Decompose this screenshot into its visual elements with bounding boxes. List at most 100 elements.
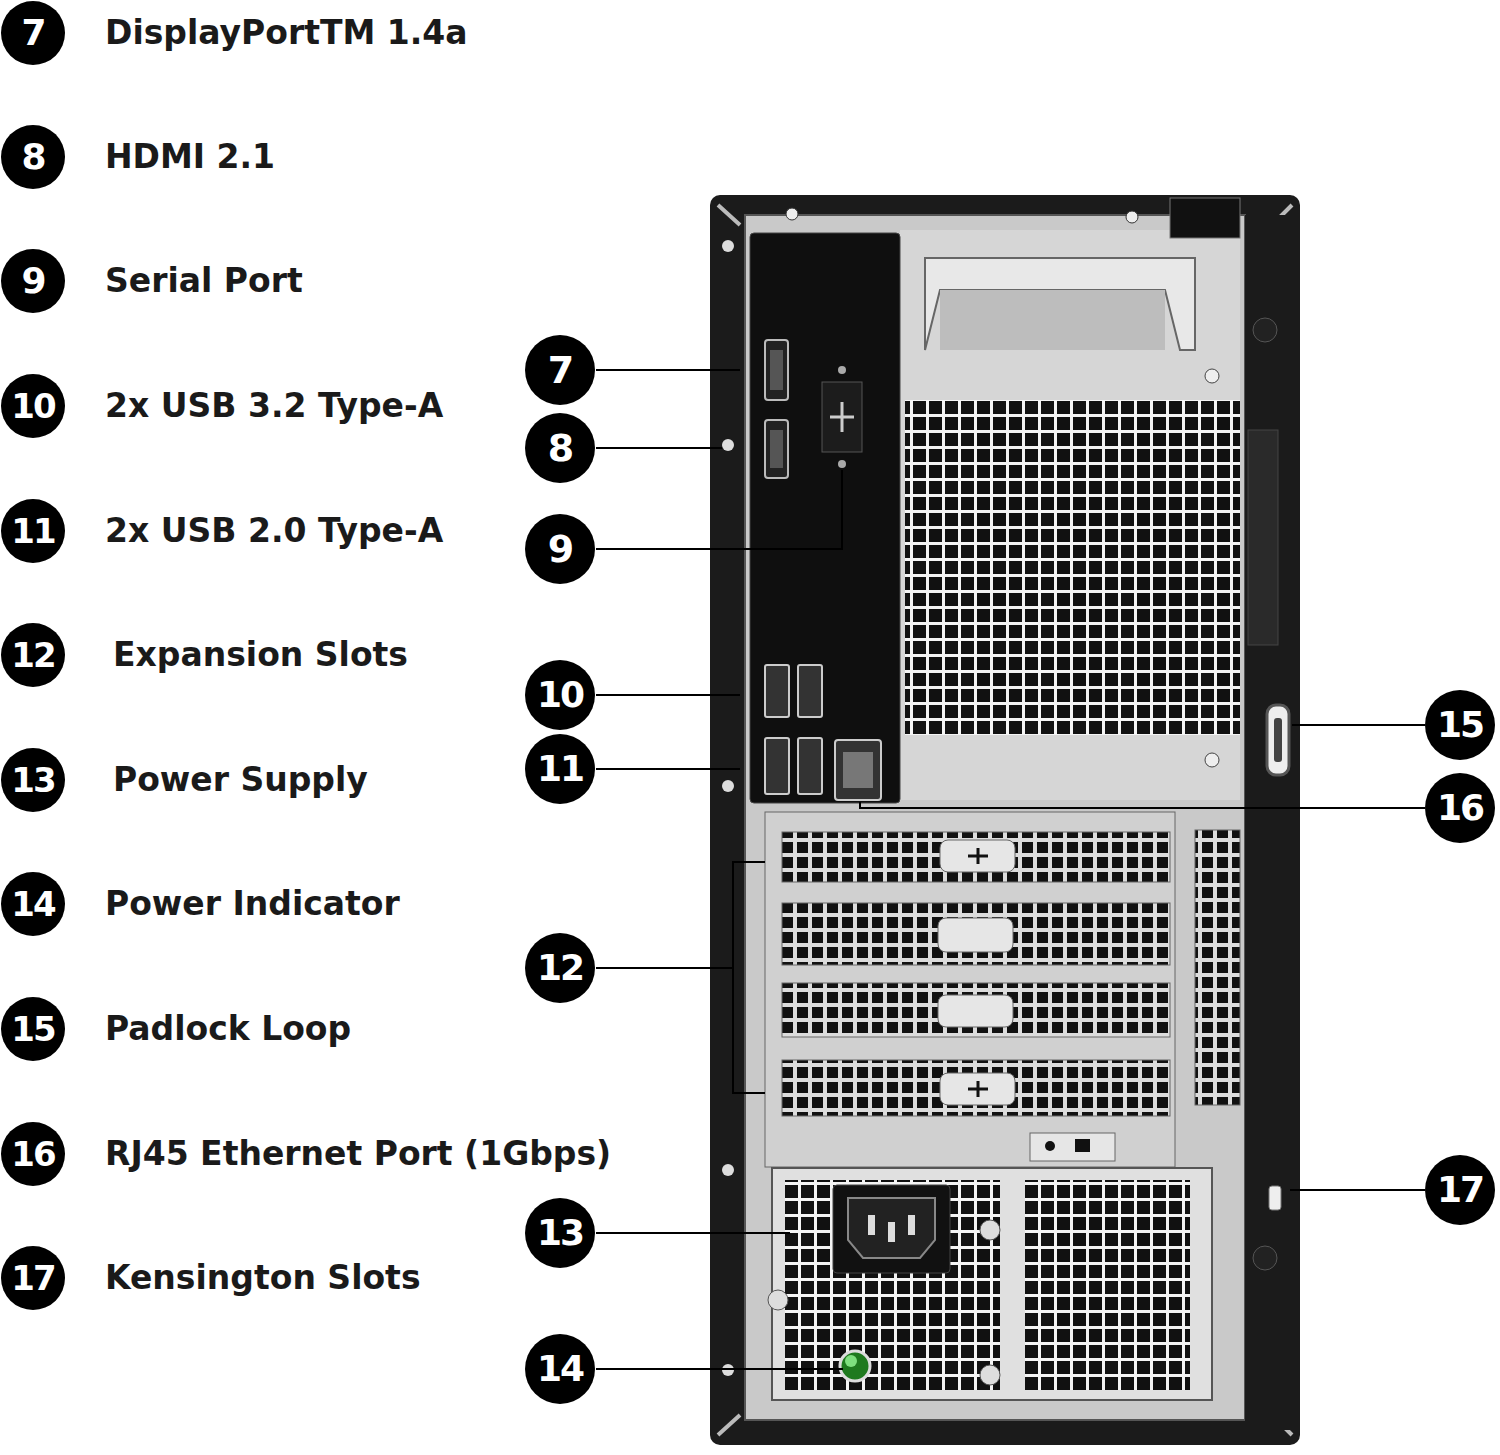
callout-number: 11 bbox=[537, 751, 583, 787]
callout-number: 14 bbox=[11, 887, 54, 921]
slot-bracket bbox=[1030, 1133, 1115, 1161]
callout-circle: 10 bbox=[525, 660, 595, 730]
ethernet-port bbox=[835, 740, 881, 800]
expansion-slot bbox=[782, 1060, 1170, 1116]
usb2-port bbox=[765, 738, 789, 794]
side-latch bbox=[1248, 430, 1278, 645]
power-socket-face bbox=[848, 1198, 935, 1258]
callout-number: 12 bbox=[11, 638, 54, 672]
callout-circle: 12 bbox=[525, 933, 595, 1003]
screw bbox=[722, 439, 734, 451]
psu-vent bbox=[1025, 1180, 1190, 1390]
callout-number: 15 bbox=[1437, 707, 1483, 743]
side-vent bbox=[1195, 830, 1240, 1105]
displayport-port bbox=[765, 340, 788, 400]
padlock-loop bbox=[1267, 705, 1289, 775]
case-side bbox=[1245, 215, 1300, 1430]
callout-circle: 13 bbox=[525, 1198, 595, 1268]
screw bbox=[1045, 1141, 1055, 1151]
leader-line bbox=[596, 768, 740, 770]
slot-hole bbox=[1075, 1139, 1090, 1152]
hdmi-port bbox=[765, 420, 788, 478]
callout-circle: 7 bbox=[1, 1, 65, 65]
slot-mark bbox=[968, 1081, 988, 1097]
screw bbox=[722, 780, 734, 792]
slot-mark bbox=[968, 848, 988, 864]
power-indicator-glint bbox=[845, 1355, 857, 1367]
kensington-slot bbox=[1269, 1186, 1281, 1210]
screw bbox=[1253, 318, 1277, 342]
expansion-area bbox=[765, 812, 1175, 1167]
slot-tab bbox=[938, 918, 1013, 952]
callout-circle: 8 bbox=[525, 413, 595, 483]
callout-number: 12 bbox=[537, 950, 583, 986]
handle-recess bbox=[940, 290, 1165, 350]
part-name: Power Supply bbox=[113, 762, 368, 798]
callout-circle: 13 bbox=[1, 748, 65, 812]
callout-circle: 11 bbox=[525, 734, 595, 804]
callout-number: 9 bbox=[548, 530, 572, 568]
callout-number: 8 bbox=[548, 429, 572, 467]
ethernet-jack bbox=[843, 752, 873, 788]
screw bbox=[1253, 1246, 1277, 1270]
socket-pin bbox=[908, 1215, 915, 1235]
slot-tab bbox=[938, 995, 1013, 1027]
callout-number: 7 bbox=[548, 351, 572, 389]
leader-line bbox=[596, 470, 842, 549]
screw bbox=[1126, 211, 1138, 223]
callout-circle: 9 bbox=[1, 249, 65, 313]
power-indicator bbox=[840, 1351, 870, 1381]
callout-circle: 16 bbox=[1, 1122, 65, 1186]
leader-lines bbox=[596, 370, 1425, 1369]
screw bbox=[786, 208, 798, 220]
callout-circle: 17 bbox=[1, 1246, 65, 1310]
psu-vent bbox=[785, 1180, 1000, 1390]
part-name: HDMI 2.1 bbox=[105, 139, 275, 175]
leader-line bbox=[596, 369, 740, 371]
callout-circle: 15 bbox=[1425, 690, 1495, 760]
screw bbox=[768, 1290, 788, 1310]
displayport-pins bbox=[770, 350, 783, 390]
leader-line bbox=[1292, 724, 1425, 726]
callout-circle: 17 bbox=[1425, 1155, 1495, 1225]
screw bbox=[722, 1164, 734, 1176]
expansion-slot bbox=[782, 983, 1170, 1037]
socket-pin bbox=[888, 1222, 895, 1242]
callout-number: 14 bbox=[537, 1351, 583, 1387]
serial-port-cover bbox=[822, 382, 862, 452]
callout-circle: 14 bbox=[525, 1334, 595, 1404]
usb3-port bbox=[798, 665, 822, 717]
callout-circle: 10 bbox=[1, 374, 65, 438]
callout-circle: 9 bbox=[525, 514, 595, 584]
screw bbox=[980, 1365, 1000, 1385]
usb3-port bbox=[765, 665, 789, 717]
callout-number: 8 bbox=[21, 139, 44, 175]
part-name: 2x USB 2.0 Type-A bbox=[105, 513, 443, 549]
callout-number: 13 bbox=[537, 1215, 583, 1251]
screw bbox=[722, 240, 734, 252]
slot-tab bbox=[940, 840, 1015, 872]
callout-number: 7 bbox=[21, 15, 44, 51]
callout-circle: 15 bbox=[1, 997, 65, 1061]
handle bbox=[925, 258, 1195, 350]
screw bbox=[838, 366, 846, 374]
callout-number: 17 bbox=[1437, 1172, 1483, 1208]
part-name: Expansion Slots bbox=[113, 637, 408, 673]
callout-number: 9 bbox=[21, 263, 44, 299]
power-supply bbox=[772, 1168, 1212, 1400]
screw bbox=[1205, 753, 1219, 767]
power-socket bbox=[833, 1185, 950, 1273]
rear-panel bbox=[745, 215, 1245, 1420]
callout-circle: 14 bbox=[1, 872, 65, 936]
screw bbox=[838, 460, 846, 468]
socket-pin bbox=[868, 1215, 875, 1235]
expansion-slot bbox=[782, 832, 1170, 882]
callout-circle: 11 bbox=[1, 499, 65, 563]
io-panel bbox=[750, 233, 900, 803]
callout-number: 13 bbox=[11, 763, 54, 797]
bracket-line bbox=[596, 862, 765, 1093]
callout-number: 11 bbox=[11, 514, 54, 548]
part-name: RJ45 Ethernet Port (1Gbps) bbox=[105, 1136, 611, 1172]
corner-mark bbox=[718, 205, 1292, 1435]
fan-grille bbox=[905, 400, 1240, 735]
